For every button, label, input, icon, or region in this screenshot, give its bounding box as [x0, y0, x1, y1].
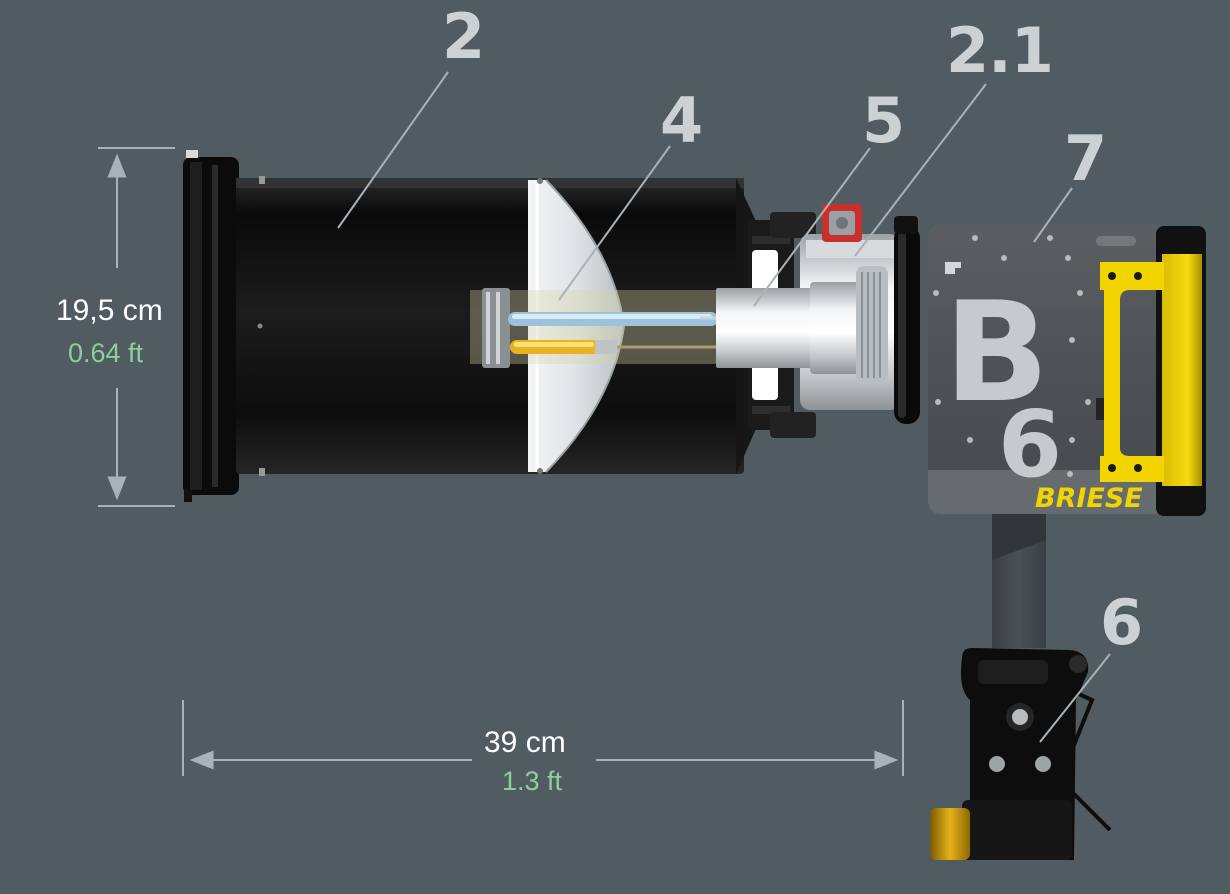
leader-lines — [337, 71, 1111, 743]
brand-logo: BRIESE — [1035, 483, 1143, 514]
callout-6: 6 — [1100, 586, 1143, 659]
housing-number: 6 — [998, 391, 1062, 498]
callout-2-1: 2.1 — [946, 14, 1054, 87]
stand-adapter — [930, 648, 1112, 860]
length-imperial-label: 1.3 ft — [502, 766, 563, 796]
callout-7: 7 — [1064, 122, 1107, 195]
length-metric-label: 39 cm — [484, 726, 566, 759]
front-rim — [183, 150, 239, 502]
o-ring — [894, 216, 920, 424]
height-imperial-label: 0.64 ft — [68, 338, 144, 368]
callout-5: 5 — [862, 84, 905, 157]
lamp-base — [716, 266, 888, 384]
length-dimension — [182, 700, 904, 776]
lamp-assembly — [470, 288, 737, 368]
mounting-bracket — [992, 505, 1046, 648]
callout-4: 4 — [660, 84, 703, 157]
yellow-handle — [1100, 226, 1206, 516]
height-metric-label: 19,5 cm — [56, 294, 163, 327]
housing-letter: B — [944, 272, 1049, 433]
callout-2: 2 — [442, 0, 485, 73]
height-dimension — [98, 147, 175, 507]
